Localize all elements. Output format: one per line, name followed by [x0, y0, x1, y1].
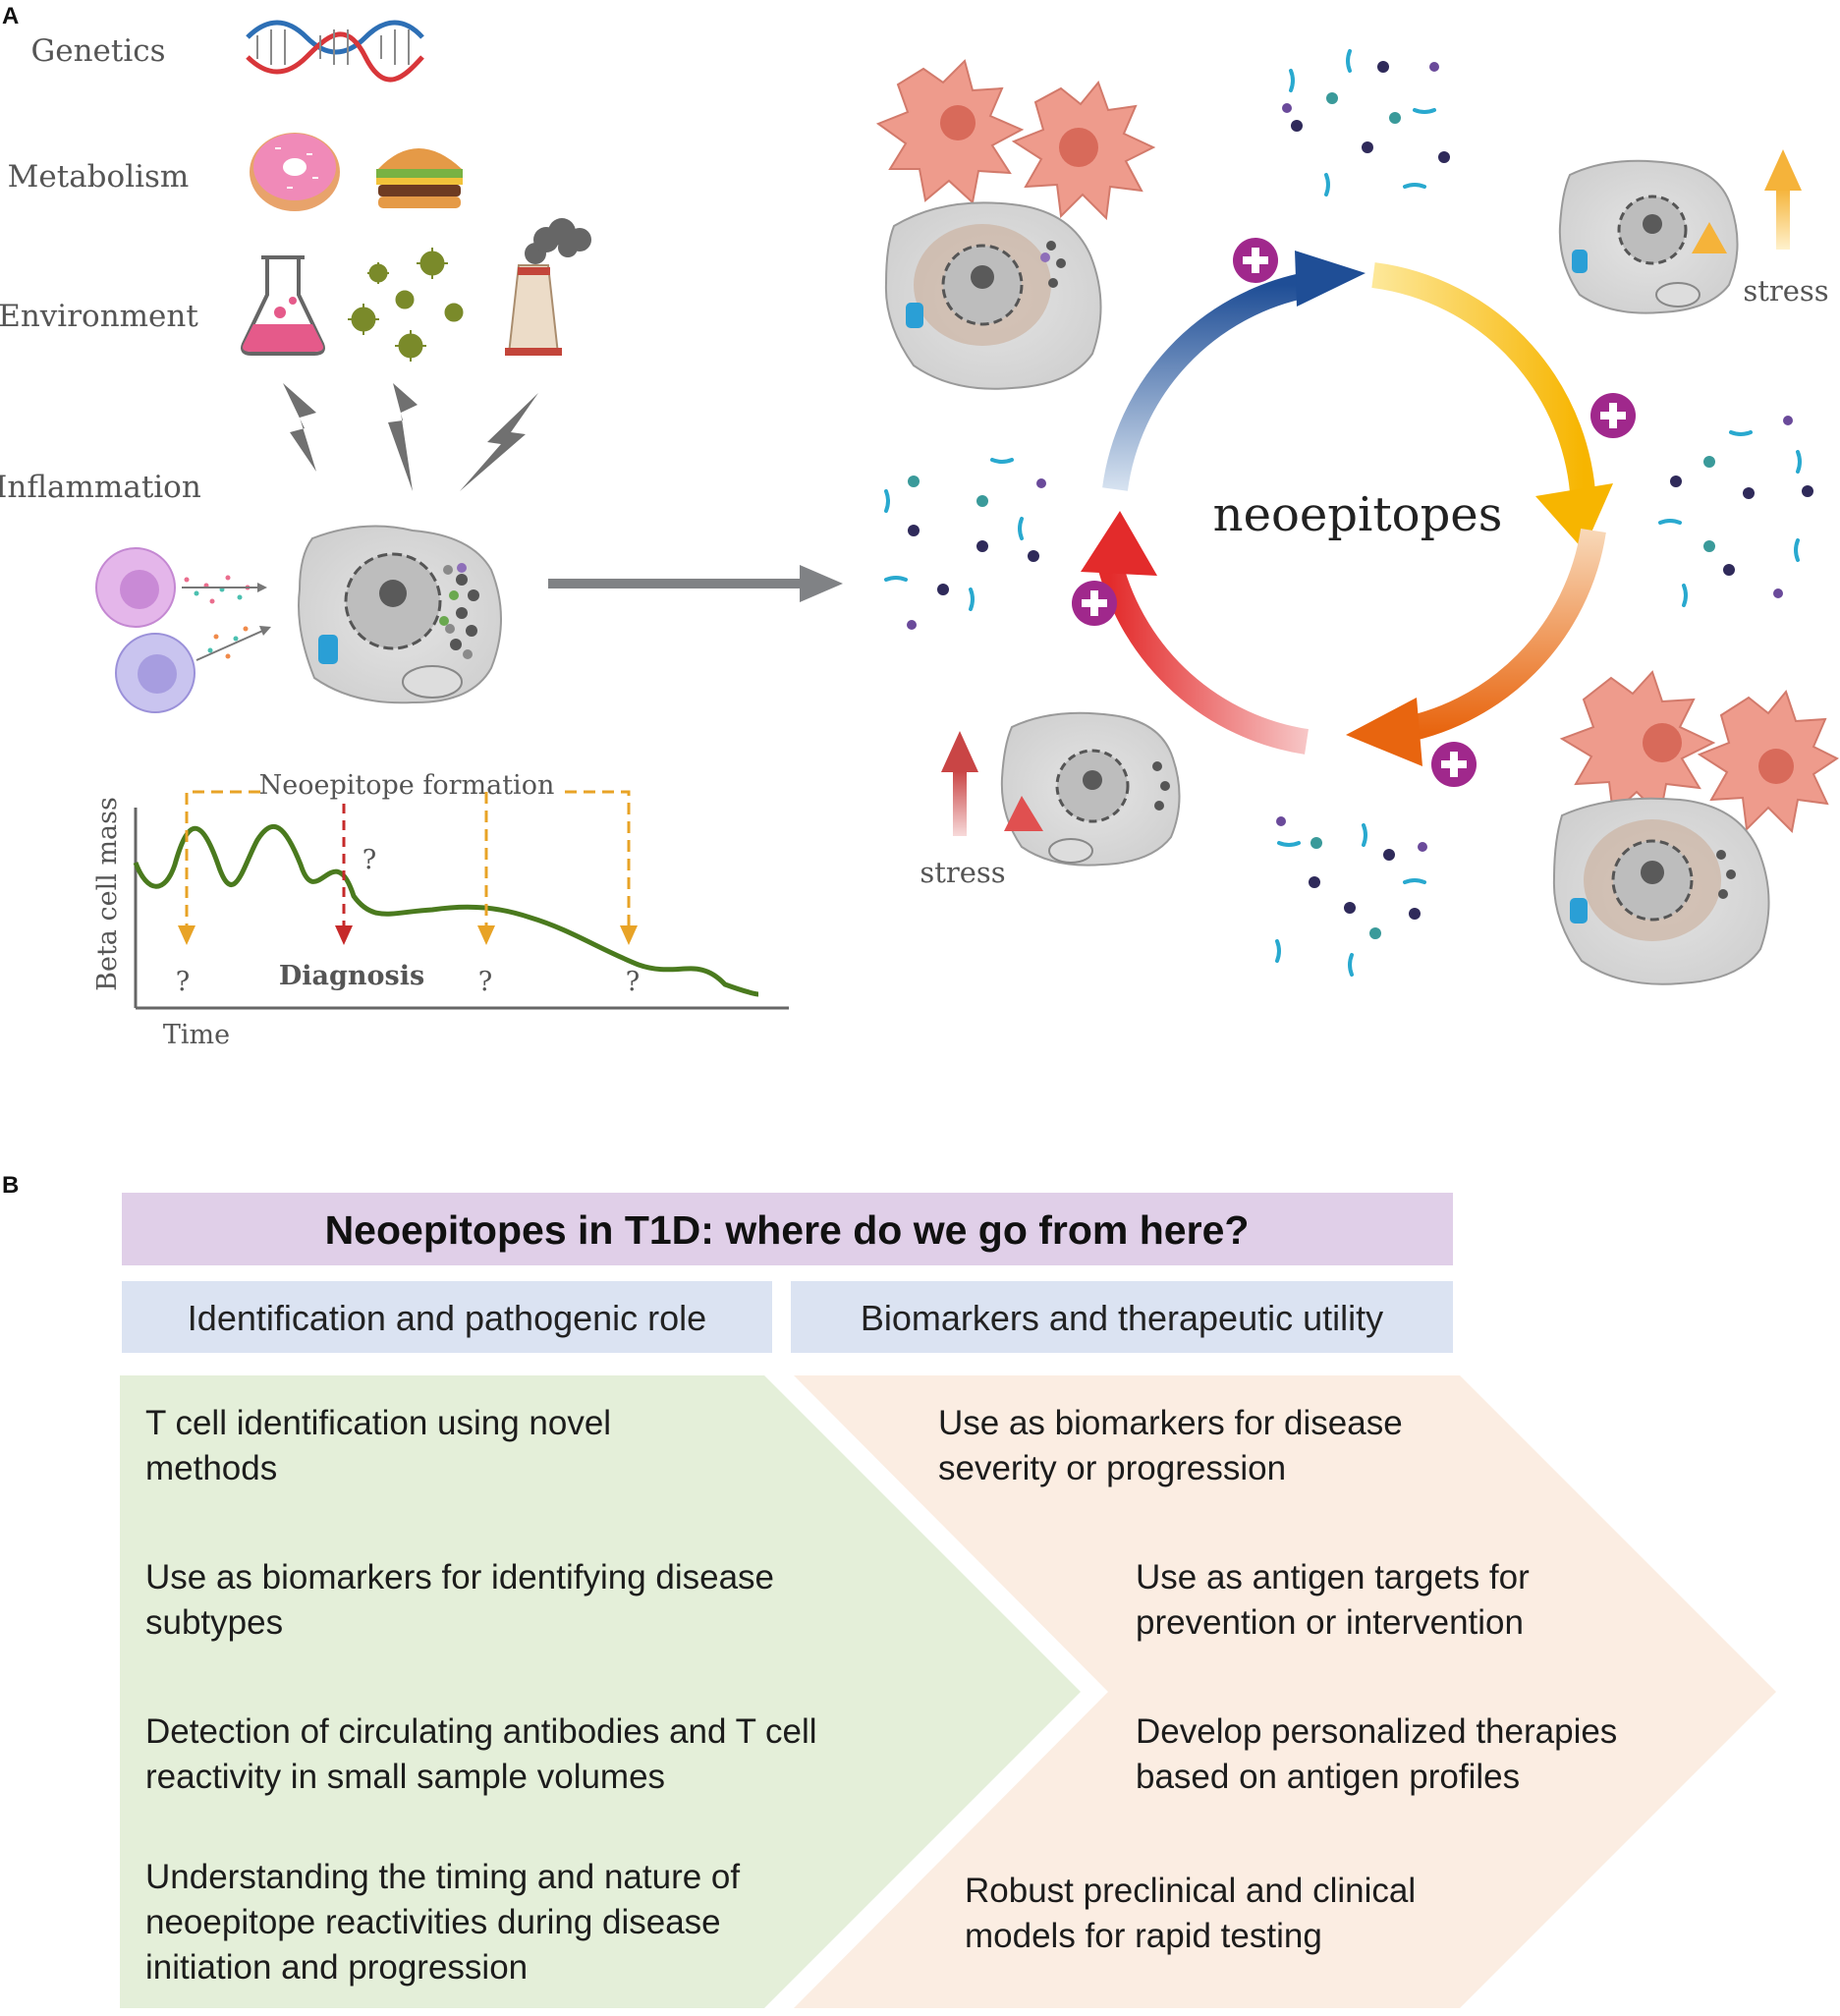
stress-arrow-up	[1764, 149, 1802, 250]
dendritic-cell-nucleus	[940, 105, 1794, 784]
right-item: Use as biomarkers for disease severity o…	[938, 1404, 1412, 1487]
left-item: T cell identification using novel method…	[145, 1404, 621, 1487]
plus-icon	[1072, 238, 1636, 787]
right-header-box	[791, 1281, 1453, 1353]
plot-diagnosis: Diagnosis	[279, 961, 424, 991]
process-arrow	[548, 565, 843, 602]
plot-question-2: ?	[362, 845, 376, 875]
right-header: Biomarkers and therapeutic utility	[861, 1298, 1383, 1338]
panel-a-label: A	[2, 3, 19, 29]
flask-icon	[241, 255, 325, 356]
beta-cell-icon	[884, 201, 1770, 985]
cycle-label: neoepitopes	[1213, 487, 1503, 542]
factor-metabolism: Metabolism	[8, 159, 190, 195]
right-item: Develop personalized therapies based on …	[1136, 1712, 1627, 1796]
beta-cell-curve	[133, 823, 759, 997]
left-item: Use as biomarkers for identifying diseas…	[145, 1558, 784, 1642]
plot-question-3: ?	[478, 967, 492, 997]
plot-ylabel: Beta cell mass	[92, 797, 123, 991]
right-chevron	[794, 1375, 1776, 2008]
factor-genetics: Genetics	[30, 33, 165, 69]
plot-question-1: ?	[176, 967, 190, 997]
stress-label-top: stress	[1743, 274, 1828, 308]
factor-environment: Environment	[0, 299, 198, 334]
plot-question-4: ?	[626, 967, 640, 997]
burger-icon	[376, 148, 463, 208]
beta-cell-icon	[298, 525, 502, 704]
stressed-beta-cell-icon	[1000, 159, 1739, 867]
stress-label-bottom: stress	[920, 856, 1005, 889]
cycle-arrow-orange	[1390, 528, 1606, 745]
beta-cell-mass-plot: Neoepitope formation Beta cell mass Time…	[92, 770, 789, 1050]
dna-icon	[246, 20, 424, 83]
left-item: Understanding the timing and nature of n…	[145, 1858, 750, 1987]
neoepitope-cycle: neoepitopes	[1081, 251, 1613, 766]
plot-title: Neoepitope formation	[259, 770, 555, 801]
factory-icon	[505, 218, 591, 356]
lightning-icon	[283, 383, 538, 491]
left-header-box	[122, 1281, 772, 1353]
right-item: Robust preclinical and clinical models f…	[965, 1872, 1425, 1955]
donut-icon	[250, 133, 340, 211]
cycle-arrow-yellow	[1371, 262, 1596, 512]
virus-icon	[348, 248, 464, 362]
left-chevron	[120, 1375, 1081, 2008]
panel-b-label: B	[2, 1172, 19, 1199]
left-item: Detection of circulating antibodies and …	[145, 1712, 826, 1796]
left-header: Identification and pathogenic role	[188, 1298, 706, 1338]
panel-b-title: Neoepitopes in T1D: where do we go from …	[325, 1207, 1250, 1253]
cycle-arrow-blue	[1102, 272, 1310, 491]
title-banner	[122, 1193, 1453, 1265]
factor-inflammation: Inflammation	[0, 470, 201, 505]
immune-cell-icon	[95, 547, 271, 713]
cycle-arrow-red	[1097, 561, 1310, 755]
plot-xlabel: Time	[163, 1020, 230, 1050]
epitope-cluster	[884, 49, 1813, 977]
right-item: Use as antigen targets for prevention or…	[1136, 1558, 1539, 1642]
stress-arrow-up	[941, 731, 978, 836]
